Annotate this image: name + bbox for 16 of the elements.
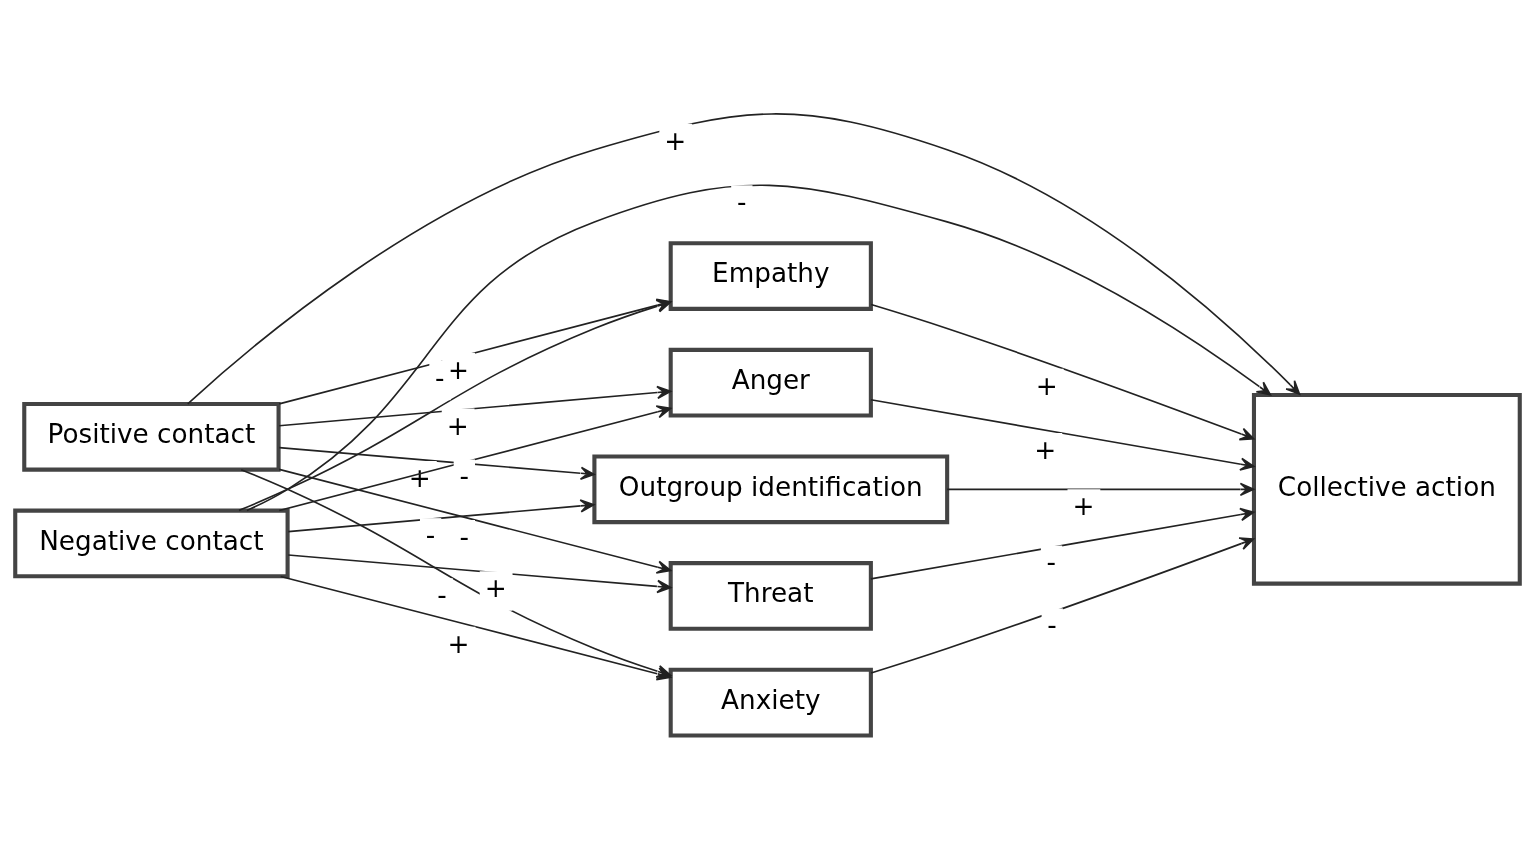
edge-label: - — [459, 461, 469, 492]
edge-label: + — [446, 410, 469, 441]
edge-label: + — [1072, 491, 1095, 522]
edge-label: - — [736, 187, 747, 218]
edge-label: + — [484, 573, 507, 604]
edge-label: + — [447, 628, 470, 659]
edge-label: + — [1035, 370, 1058, 401]
edge-label: - — [425, 520, 436, 551]
edge-label: + — [1034, 435, 1057, 466]
edge-label: - — [1046, 547, 1057, 578]
edge-label: + — [447, 354, 470, 385]
edge-label: - — [1047, 610, 1057, 641]
edge-label: - — [459, 521, 469, 552]
edge-label: + — [664, 125, 687, 156]
edge-label: - — [437, 580, 447, 611]
edge-label: - — [435, 362, 445, 393]
